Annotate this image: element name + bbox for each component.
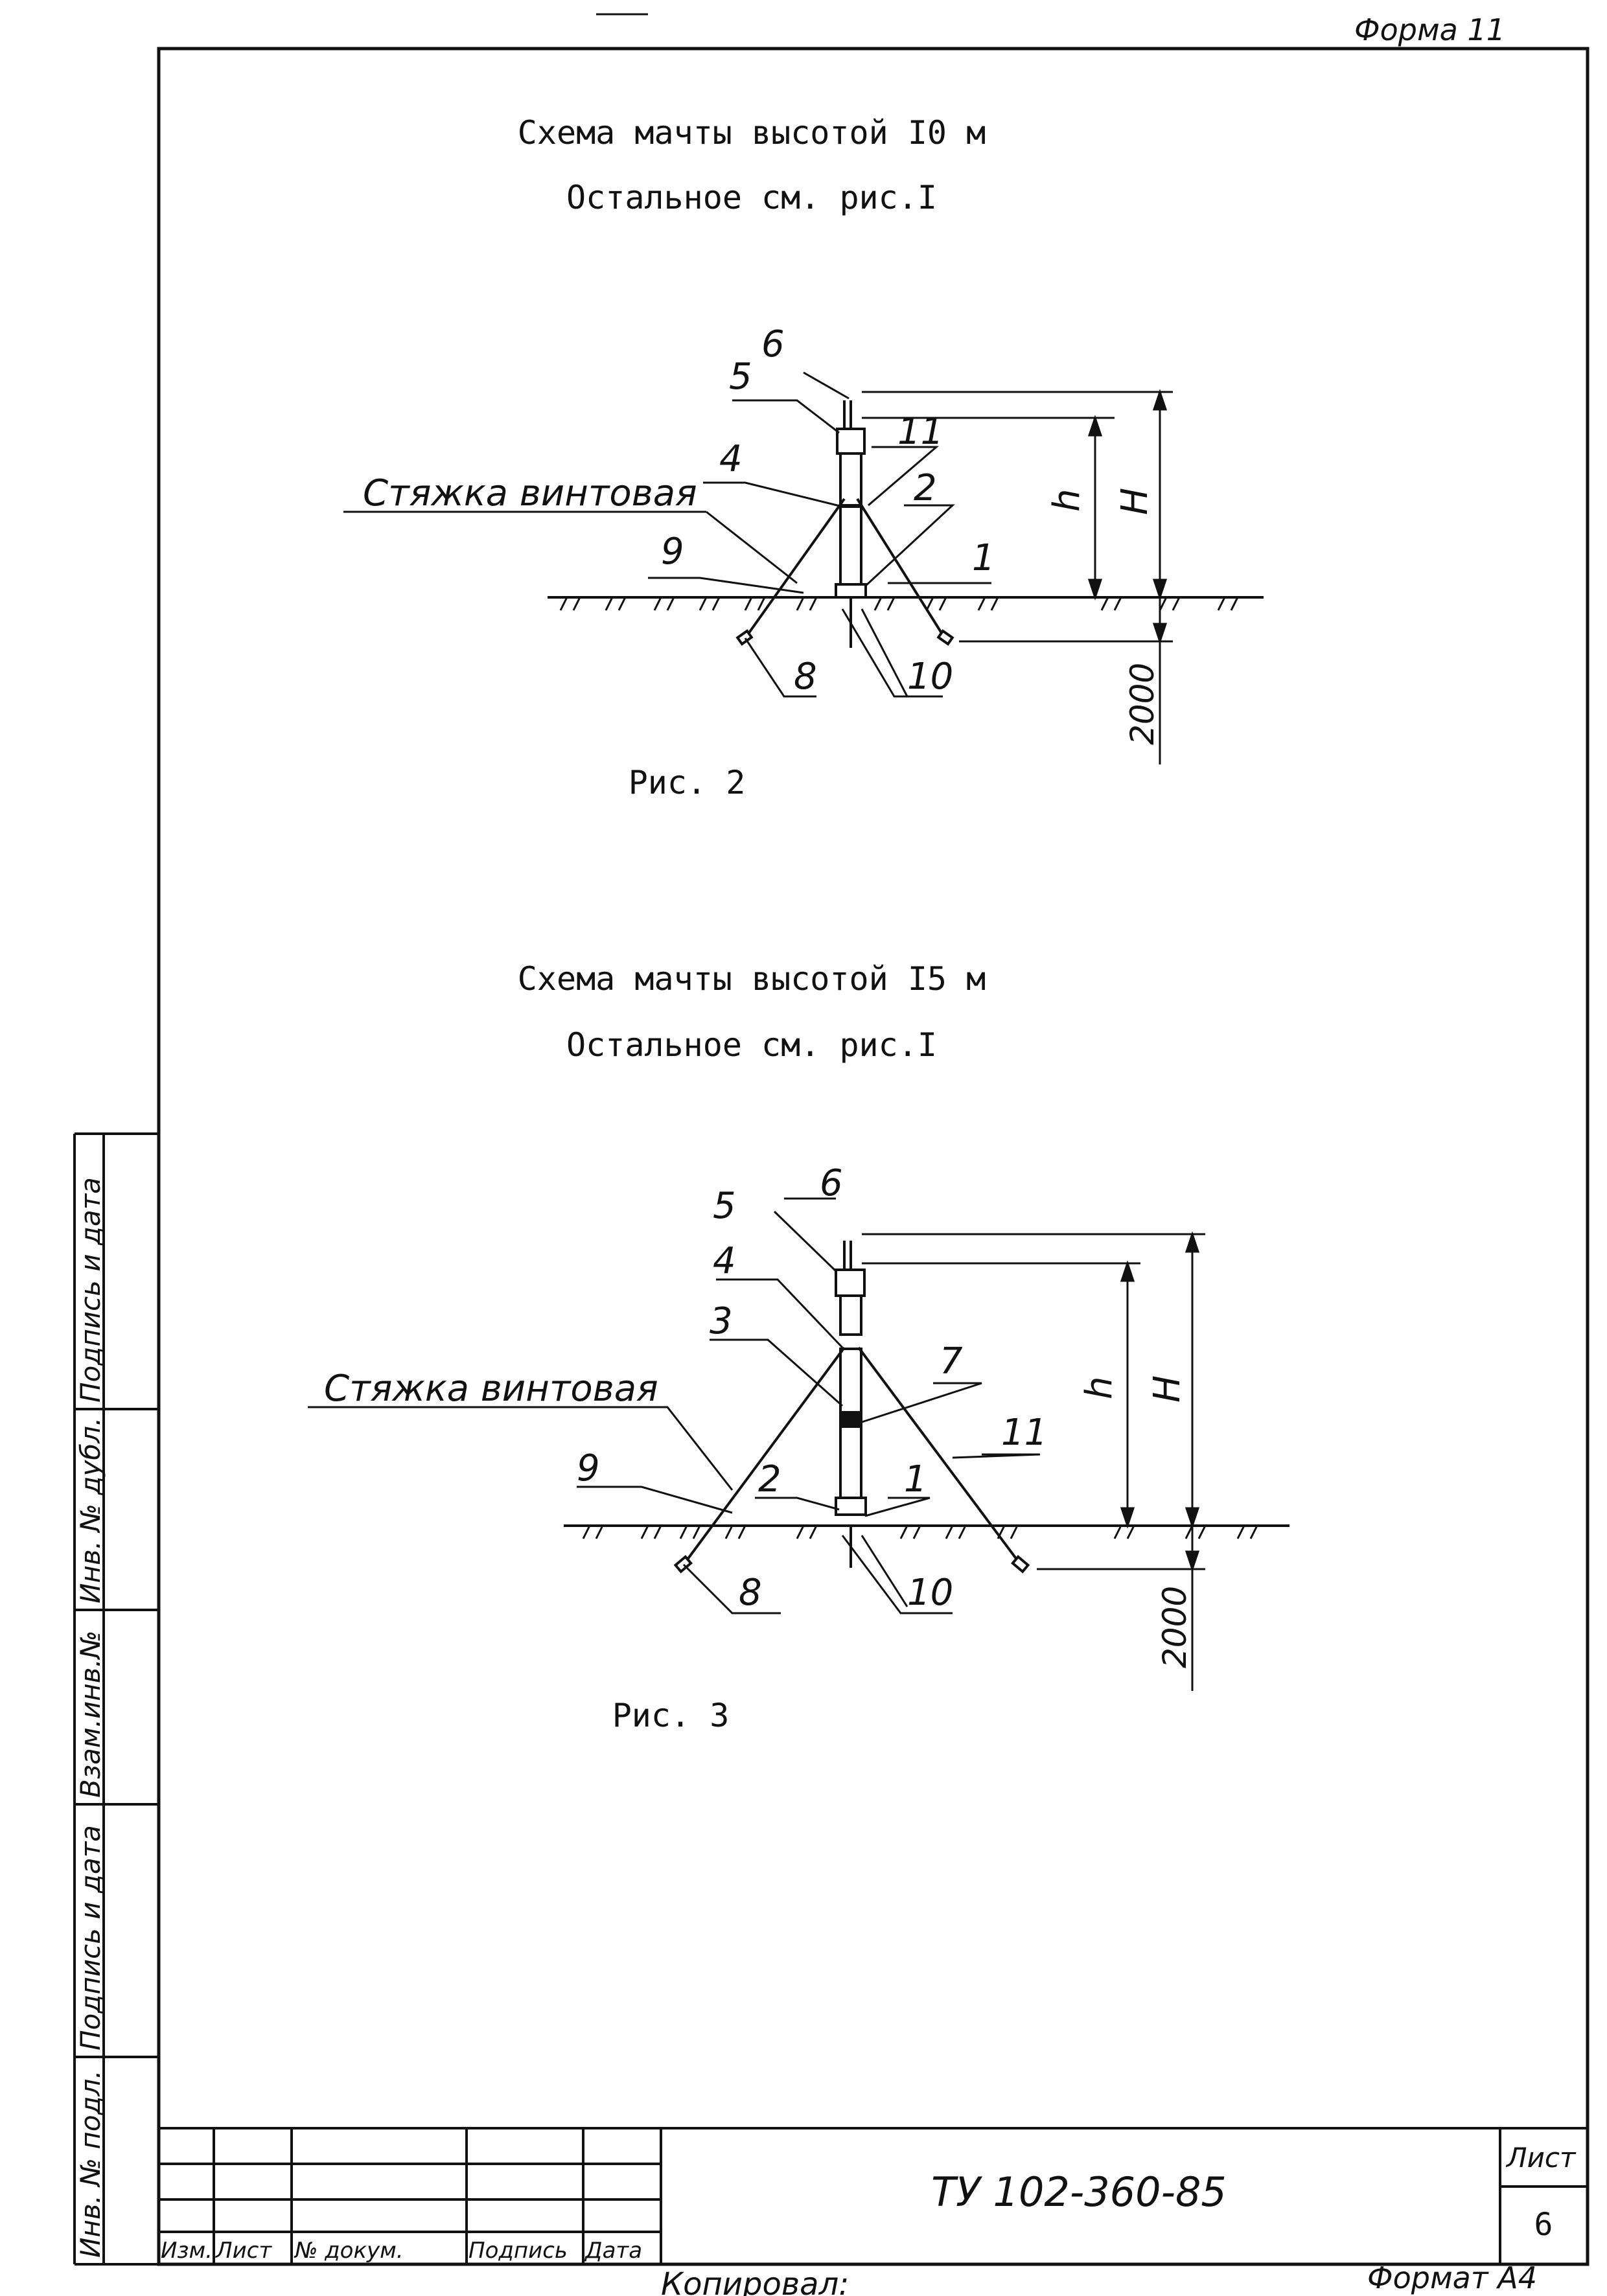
figure-3-dimensions [862, 1231, 1205, 1691]
title-block [159, 2127, 1588, 2264]
sheet-number: 6 [1534, 2207, 1553, 2243]
tb-header-date: Дата [584, 2238, 642, 2264]
tb-header-izm: Изм. [161, 2238, 213, 2264]
callout-3: 3 [710, 1300, 733, 1342]
figure-3-leaders [308, 1197, 1041, 1614]
figure-2-dim-H: H [1114, 488, 1156, 515]
callout-6: 6 [761, 323, 785, 365]
callout-10: 10 [907, 656, 953, 698]
tb-header-doc: № докум. [294, 2238, 404, 2264]
callout-4: 4 [719, 438, 743, 480]
stamp-signature-date-1: Подпись и дата [75, 1825, 106, 2050]
callout-11: 11 [1001, 1412, 1047, 1454]
figure-2-leaders [343, 371, 991, 698]
callout-1: 1 [904, 1458, 927, 1500]
figure-3-guy-label: Стяжка винтовая [324, 1368, 658, 1410]
stamp-replacement-inv: Взам.инв.№ [75, 1631, 106, 1798]
figure-2-guys [735, 498, 954, 646]
doc-number: ТУ 102-360-85 [931, 2168, 1227, 2216]
figure-2-dim-depth: 2000 [1124, 663, 1161, 745]
stamp-inv-duplicate: Инв. № дубл. [75, 1418, 106, 1603]
format-label: Формат А4 [1367, 2260, 1537, 2295]
callout-2: 2 [914, 467, 937, 509]
side-stamp [73, 1132, 160, 2266]
callout-2: 2 [758, 1458, 781, 1500]
figure-2-dim-h: h [1046, 489, 1088, 512]
sheet-label: Лист [1505, 2142, 1577, 2174]
tb-header-list: Лист [214, 2238, 272, 2264]
figure-2-guy-label: Стяжка винтовая [363, 472, 697, 514]
figure-3-subtitle: Остальное см. рис.I [566, 1026, 937, 1064]
figure-2-mast [835, 400, 867, 648]
sheet-frame [157, 47, 1590, 2266]
figure-3-mast [835, 1241, 867, 1568]
figure-2-subtitle: Остальное см. рис.I [566, 179, 937, 216]
stamp-inv-original: Инв. № подл. [75, 2070, 106, 2258]
figure-3: Схема мачты высотой I5 м Остальное см. р… [308, 960, 1289, 1734]
callout-6: 6 [820, 1162, 843, 1204]
callout-7: 7 [940, 1340, 963, 1383]
figure-3-dim-depth: 2000 [1156, 1586, 1194, 1668]
figure-2-dimensions [862, 389, 1173, 764]
copied-by-label: Копировал: [661, 2266, 849, 2296]
figure-2: Схема мачты высотой I0 м Остальное см. р… [343, 114, 1264, 801]
callout-5: 5 [729, 356, 752, 398]
figure-2-ground [548, 596, 1264, 611]
stamp-signature-date-2: Подпись и дата [75, 1177, 106, 1403]
callout-10: 10 [907, 1572, 953, 1614]
figure-3-dim-H: H [1146, 1375, 1188, 1403]
figure-3-dim-h: h [1078, 1377, 1120, 1400]
tb-header-signature: Подпись [468, 2238, 568, 2264]
callout-8: 8 [794, 656, 817, 698]
callout-9: 9 [577, 1447, 600, 1489]
figure-2-caption: Рис. 2 [629, 764, 746, 801]
form-label: Форма 11 [1354, 12, 1505, 47]
callout-4: 4 [713, 1240, 736, 1282]
figure-3-caption: Рис. 3 [612, 1697, 730, 1734]
callout-9: 9 [661, 531, 684, 573]
figure-3-title: Схема мачты высотой I5 м [518, 960, 986, 998]
callout-5: 5 [713, 1185, 736, 1227]
callout-8: 8 [739, 1572, 762, 1614]
figure-2-title: Схема мачты высотой I0 м [518, 114, 986, 152]
figure-3-ground [564, 1524, 1289, 1539]
callout-1: 1 [972, 537, 995, 579]
